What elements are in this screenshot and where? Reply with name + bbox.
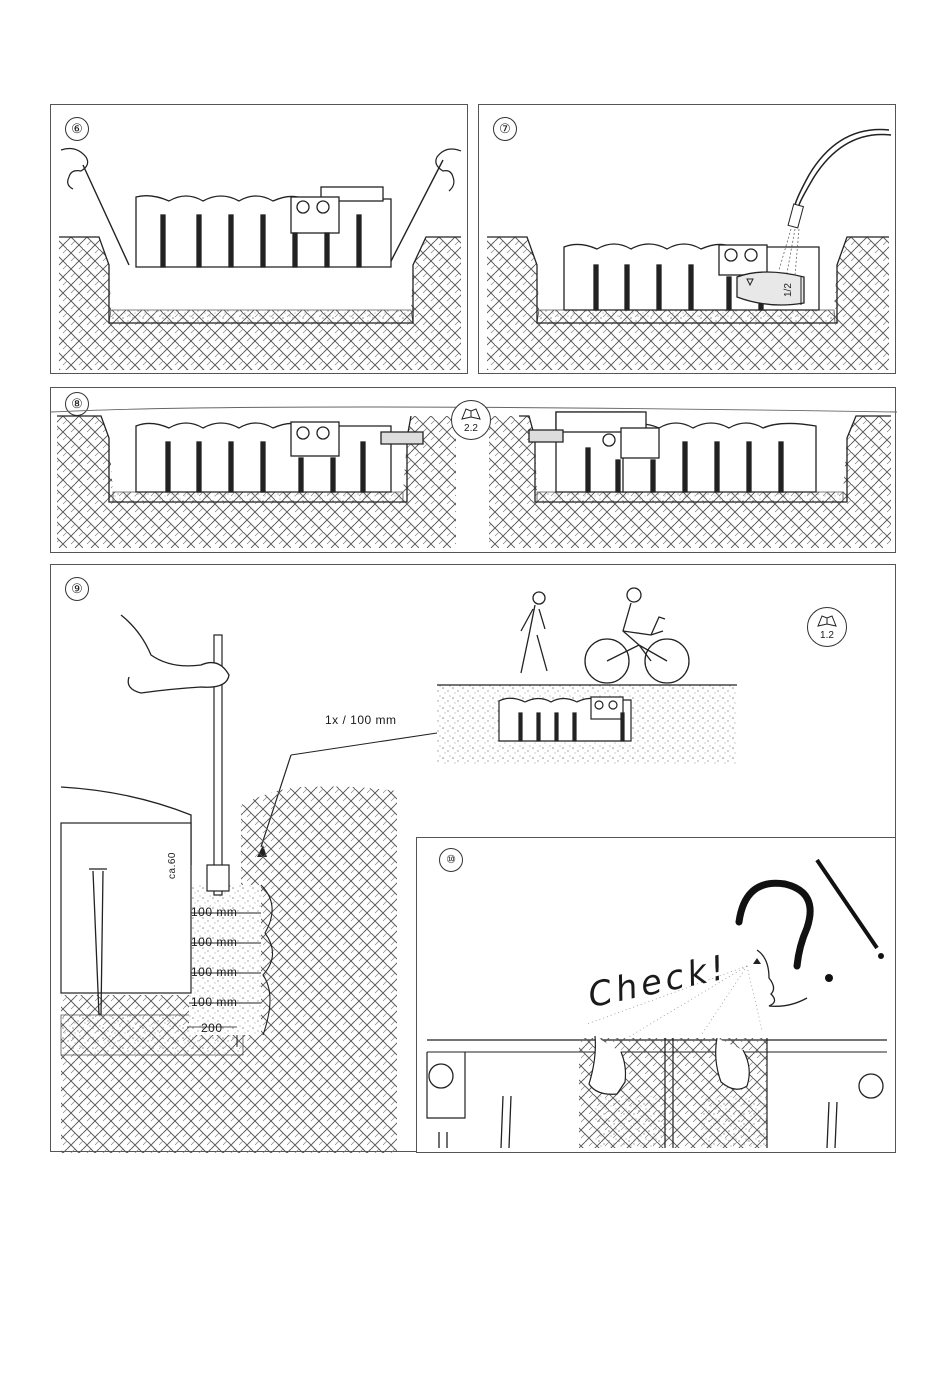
water-filling-illustration: 1/2 [479, 105, 897, 375]
layer-3-label: 100 mm [191, 965, 237, 979]
fill-level-dimension: 1/2 [783, 283, 794, 297]
tank-module [499, 697, 631, 741]
hand-icon [121, 615, 229, 693]
pedestrian-icon [521, 592, 547, 673]
layer-1-label: 100 mm [191, 905, 237, 919]
excavation-lowering-illustration [51, 105, 469, 375]
hand-icon [436, 149, 461, 191]
tank-module [136, 187, 391, 267]
tank-module [136, 422, 423, 492]
tank-module [529, 412, 816, 492]
step-7-panel: ⑦ 1/2 [478, 104, 896, 374]
base-width-label: 200 [201, 1021, 223, 1035]
cyclist-icon [585, 588, 689, 683]
layer-4-label: 100 mm [191, 995, 237, 1009]
reference-label: 2.2 [464, 423, 478, 434]
layer-note: 1x / 100 mm [325, 713, 397, 727]
question-mark-icon [739, 883, 810, 966]
hand-icon [61, 149, 88, 189]
layer-2-label: 100 mm [191, 935, 237, 949]
step-6-panel: ⑥ [50, 104, 468, 374]
depth-label: ca.60 [167, 852, 178, 879]
step-8-panel: ⑧ [50, 387, 896, 553]
step-10-panel: ⑩ Check! [416, 837, 896, 1153]
tank-module [564, 244, 819, 310]
manual-reference[interactable]: 2.2 [451, 400, 491, 440]
manual-book-icon [461, 408, 481, 420]
